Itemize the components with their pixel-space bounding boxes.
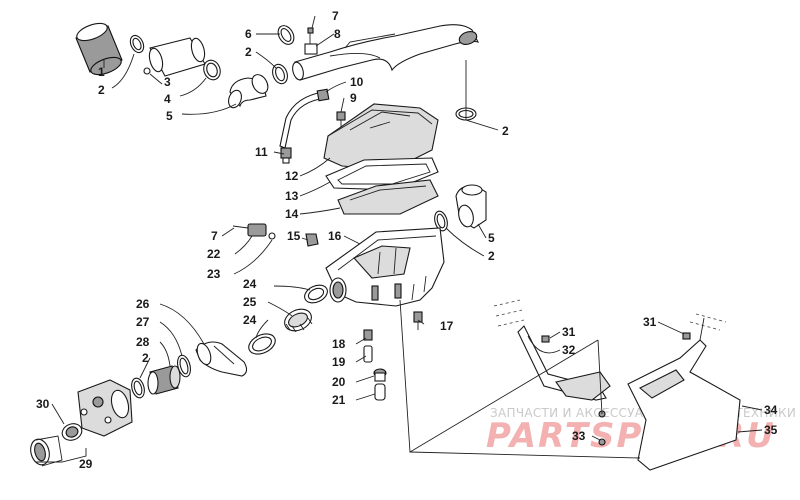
part-10-breather-hose: [279, 88, 330, 149]
part-28-clamp: [176, 354, 192, 378]
throttle-body: [77, 379, 133, 437]
part-5-elbow-boot-b: [455, 184, 487, 229]
part-17-screw: [413, 311, 423, 330]
part-19-sleeve: [363, 345, 373, 363]
callout-32: 32: [562, 343, 576, 357]
callout-7: 7: [332, 9, 339, 23]
part-16-airbox-body: [325, 227, 445, 307]
callout-13: 13: [285, 189, 299, 203]
part-29-ring: [30, 435, 63, 467]
callout-12: 12: [285, 169, 299, 183]
part-30-clamp: [61, 423, 83, 441]
callout-24: 24: [243, 313, 257, 327]
callout-27: 27: [136, 315, 150, 329]
callout-30: 30: [36, 397, 50, 411]
part-34-heat-shield: [627, 313, 741, 471]
part-6-clamp-ring: [277, 25, 295, 45]
callout-2: 2: [245, 45, 252, 59]
callout-9: 9: [350, 91, 357, 105]
callout-2: 2: [488, 249, 495, 263]
callout-35: 35: [764, 423, 778, 437]
callout-5: 5: [488, 231, 495, 245]
callout-11: 11: [255, 145, 268, 159]
callout-7: 7: [211, 229, 218, 243]
part-22-sensor: [232, 223, 276, 240]
part-25-coupler: [284, 308, 313, 333]
part-32-bracket: [493, 299, 611, 401]
part-18-grommet: [363, 329, 373, 341]
part-2-clamp-c: [272, 63, 288, 85]
callout-2: 2: [502, 124, 509, 138]
part-2-clamp-a: [129, 34, 145, 54]
part-1-filter-cartridge: [75, 22, 123, 76]
part-11-hose-clip: [280, 147, 292, 164]
callout-4: 4: [164, 92, 171, 106]
callout-2: 2: [98, 83, 105, 97]
part-21-drain: [374, 383, 386, 401]
part-31-bolt-b: [682, 332, 691, 340]
callout-3: 3: [164, 75, 171, 89]
callout-16: 16: [328, 229, 342, 243]
callout-31: 31: [562, 325, 576, 339]
part-5-elbow-boot-a: [228, 74, 269, 109]
callout-34: 34: [764, 403, 778, 417]
callout-31: 31: [643, 315, 657, 329]
part-12-airbox-lid: [323, 103, 439, 171]
callout-6: 6: [245, 27, 252, 41]
part-2-clamp-e: [434, 210, 448, 232]
part-24-clamp-upper: [304, 284, 328, 304]
part-20-cap: [373, 368, 387, 382]
callout-14: 14: [285, 207, 299, 221]
callout-23: 23: [207, 267, 221, 281]
callout-25: 25: [243, 295, 257, 309]
part-4-intake-tube: [143, 37, 206, 77]
callout-29: 29: [79, 457, 93, 471]
part-2-clamp-b: [203, 59, 221, 81]
callout-21: 21: [332, 393, 346, 407]
callout-15: 15: [287, 229, 301, 243]
callout-20: 20: [332, 375, 346, 389]
part-31-bolt-a: [541, 335, 550, 343]
callout-1: 1: [98, 65, 105, 79]
callout-18: 18: [332, 337, 346, 351]
part-8-intake-duct: [292, 24, 480, 81]
callout-10: 10: [350, 75, 364, 89]
callout-26: 26: [136, 297, 150, 311]
callout-labels: 1 2 3 4 5 6 2 7 8 10 9 2 11 12 13 14 5 2…: [36, 9, 778, 471]
leader-lines: [36, 15, 763, 463]
part-26-throttle-boot: [195, 341, 248, 377]
callout-24: 24: [243, 277, 257, 291]
callout-33: 33: [572, 429, 586, 443]
part-2-clamp-f: [131, 377, 145, 399]
callout-5: 5: [166, 109, 173, 123]
part-27-sleeve: [147, 365, 181, 395]
callout-19: 19: [332, 355, 346, 369]
callout-8: 8: [334, 27, 341, 41]
part-7-screw-a: [304, 27, 318, 55]
callout-22: 22: [207, 247, 221, 261]
part-14-filter-element: [337, 179, 439, 215]
callout-17: 17: [440, 319, 454, 333]
part-24-clamp-lower: [248, 333, 276, 355]
callout-28: 28: [136, 335, 150, 349]
part-15-clip: [305, 233, 319, 247]
callout-2: 2: [142, 351, 149, 365]
